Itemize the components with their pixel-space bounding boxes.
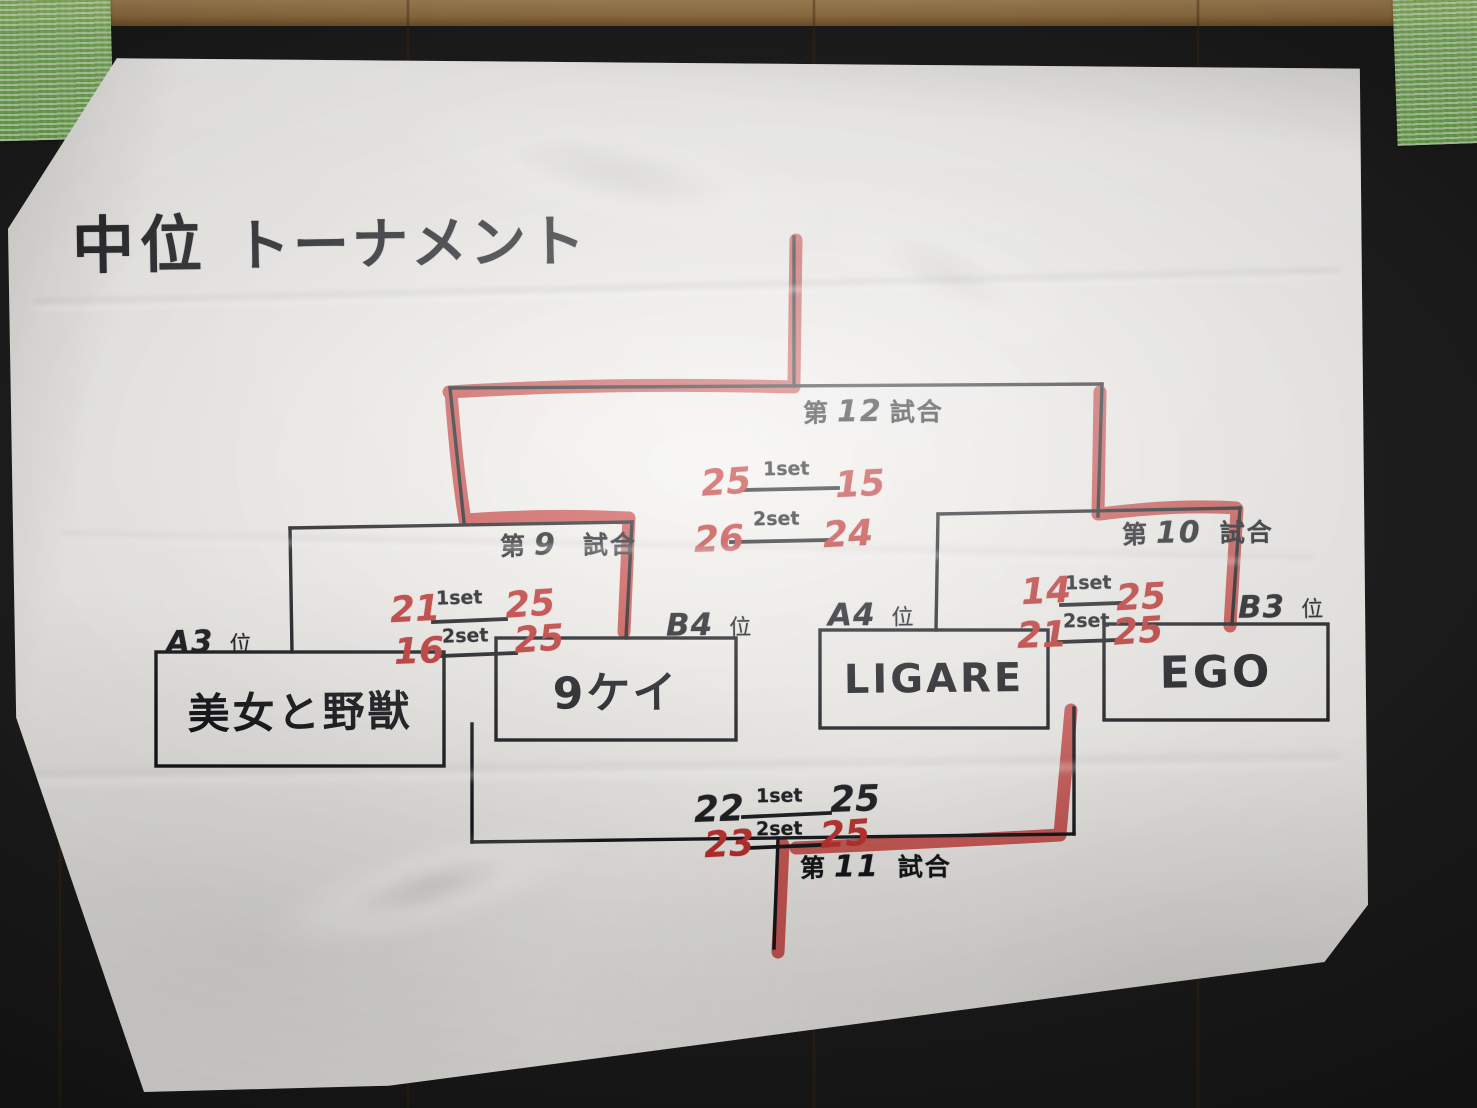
m12-set2-left-score: 26 bbox=[693, 518, 745, 561]
title-kanji: 中位 bbox=[71, 207, 209, 283]
match-prefix: 第 bbox=[1121, 519, 1150, 550]
m9-set1-label: 1set bbox=[435, 586, 483, 610]
m11-set2-label: 2set bbox=[755, 817, 803, 841]
m9-set1-line bbox=[431, 617, 508, 624]
m12-set1-label: 1set bbox=[762, 457, 810, 481]
m12-set2-line bbox=[729, 538, 832, 544]
title-katakana: トーナメント bbox=[233, 209, 589, 280]
wall-top-trim bbox=[0, 0, 1477, 26]
seed-code: B3 bbox=[1237, 588, 1286, 626]
m9-set2-right-score: 25 bbox=[512, 617, 566, 662]
match10-left-leg bbox=[934, 512, 940, 632]
m11-set1-line bbox=[741, 811, 832, 819]
green-masking-tape-right bbox=[1392, 0, 1477, 146]
seed-label-team-4: B3 位 bbox=[1237, 588, 1325, 626]
m12-set2-right-score: 24 bbox=[821, 512, 875, 557]
match-number-10: 10 bbox=[1155, 514, 1203, 551]
m10-set2-right-score: 25 bbox=[1111, 609, 1165, 654]
m10-set2-label: 2set bbox=[1062, 609, 1110, 633]
match-suffix: 試合 bbox=[582, 530, 638, 560]
match-number-9: 9 bbox=[533, 527, 558, 563]
m10-set1-left-score: 14 bbox=[1019, 569, 1073, 614]
m12-set2-label: 2set bbox=[752, 507, 800, 531]
page-title: 中位トーナメント bbox=[72, 208, 589, 283]
m11-set1-label: 1set bbox=[755, 784, 803, 808]
match-suffix: 試合 bbox=[1219, 517, 1275, 548]
m11-set2-left-score: 23 bbox=[702, 822, 756, 867]
m12-set1-right-score: 15 bbox=[833, 462, 887, 507]
m12-set1-left-score: 25 bbox=[699, 460, 753, 505]
match-prefix: 第 bbox=[799, 853, 828, 883]
m9-set1-left-score: 21 bbox=[388, 587, 442, 632]
red-winner-path bbox=[442, 233, 803, 639]
m9-set2-left-score: 16 bbox=[393, 630, 445, 673]
m10-set2-left-score: 21 bbox=[1016, 614, 1068, 657]
bracket-drawing bbox=[8, 58, 1368, 1092]
match-prefix: 第 bbox=[499, 531, 528, 561]
match-suffix: 試合 bbox=[897, 852, 952, 882]
seed-label-team-3: A4 位 bbox=[827, 596, 915, 634]
m10-set1-label: 1set bbox=[1064, 571, 1112, 595]
match9-left-leg bbox=[288, 526, 294, 654]
position-suffix: 位 bbox=[1301, 597, 1325, 623]
team-name-3: LIGARE bbox=[843, 655, 1025, 703]
seed-code: A4 bbox=[827, 596, 876, 634]
match-prefix: 第 bbox=[802, 398, 831, 428]
match-number-12: 12 bbox=[836, 393, 883, 430]
m12-set1-line bbox=[741, 486, 840, 492]
position-suffix: 位 bbox=[891, 605, 915, 631]
m9-set2-label: 2set bbox=[441, 624, 489, 648]
m11-set2-right-score: 25 bbox=[818, 812, 872, 857]
match-suffix: 試合 bbox=[889, 397, 944, 427]
